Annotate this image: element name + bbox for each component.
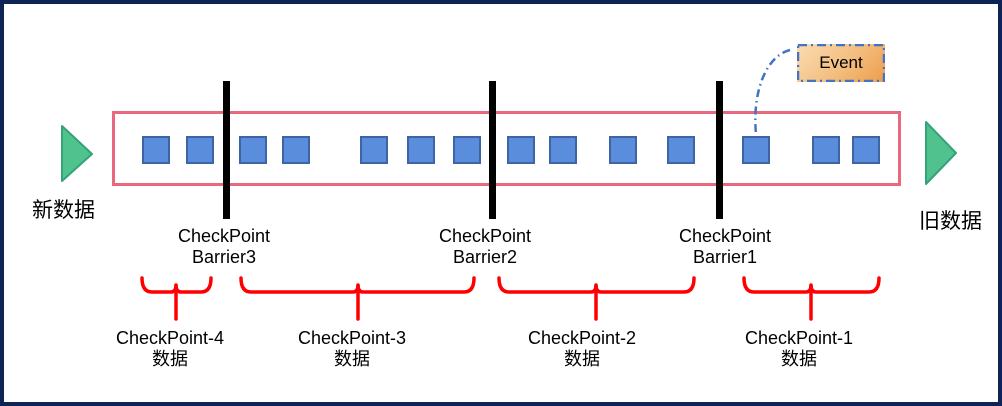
data-square [239,136,267,164]
data-square [812,136,840,164]
barrier-label-line1: CheckPoint [678,226,772,246]
group-label-line2: 数据 [781,349,817,369]
event-box: Event [797,44,885,82]
barrier-label-line1: CheckPoint [177,226,271,246]
data-square [549,136,577,164]
data-square [142,136,170,164]
barrier-label-line1: CheckPoint [438,226,532,246]
barrier-label-line2: Barrier3 [191,247,257,267]
checkpoint-barrier [489,81,496,219]
checkpoint-barrier [223,81,230,219]
data-square [453,136,481,164]
checkpoint-barrier [716,81,723,219]
event-connector-line [754,48,791,135]
group-label-line1: CheckPoint-1 [744,328,854,348]
data-square [507,136,535,164]
data-square [742,136,770,164]
data-square [360,136,388,164]
data-square [609,136,637,164]
data-square [186,136,214,164]
new-data-arrow-icon [61,125,93,182]
group-label-line1: CheckPoint-2 [527,328,637,348]
group-label-line2: 数据 [564,349,600,369]
group-label-line1: CheckPoint-4 [115,328,225,348]
old-data-arrow-icon [925,121,957,185]
barrier-label-line2: Barrier2 [452,247,518,267]
barrier-label-line2: Barrier1 [692,247,758,267]
data-square [407,136,435,164]
new-data-label: 新数据 [32,199,95,222]
event-box-border [797,44,885,82]
group-label-line2: 数据 [152,349,188,369]
diagram-overlay [61,48,957,321]
event-label: Event [819,53,863,72]
group-label-line1: CheckPoint-3 [297,328,407,348]
data-square [667,136,695,164]
group-braces [140,276,881,321]
old-data-label: 旧数据 [919,210,982,233]
data-square [282,136,310,164]
group-label-line2: 数据 [334,349,370,369]
data-square [852,136,880,164]
